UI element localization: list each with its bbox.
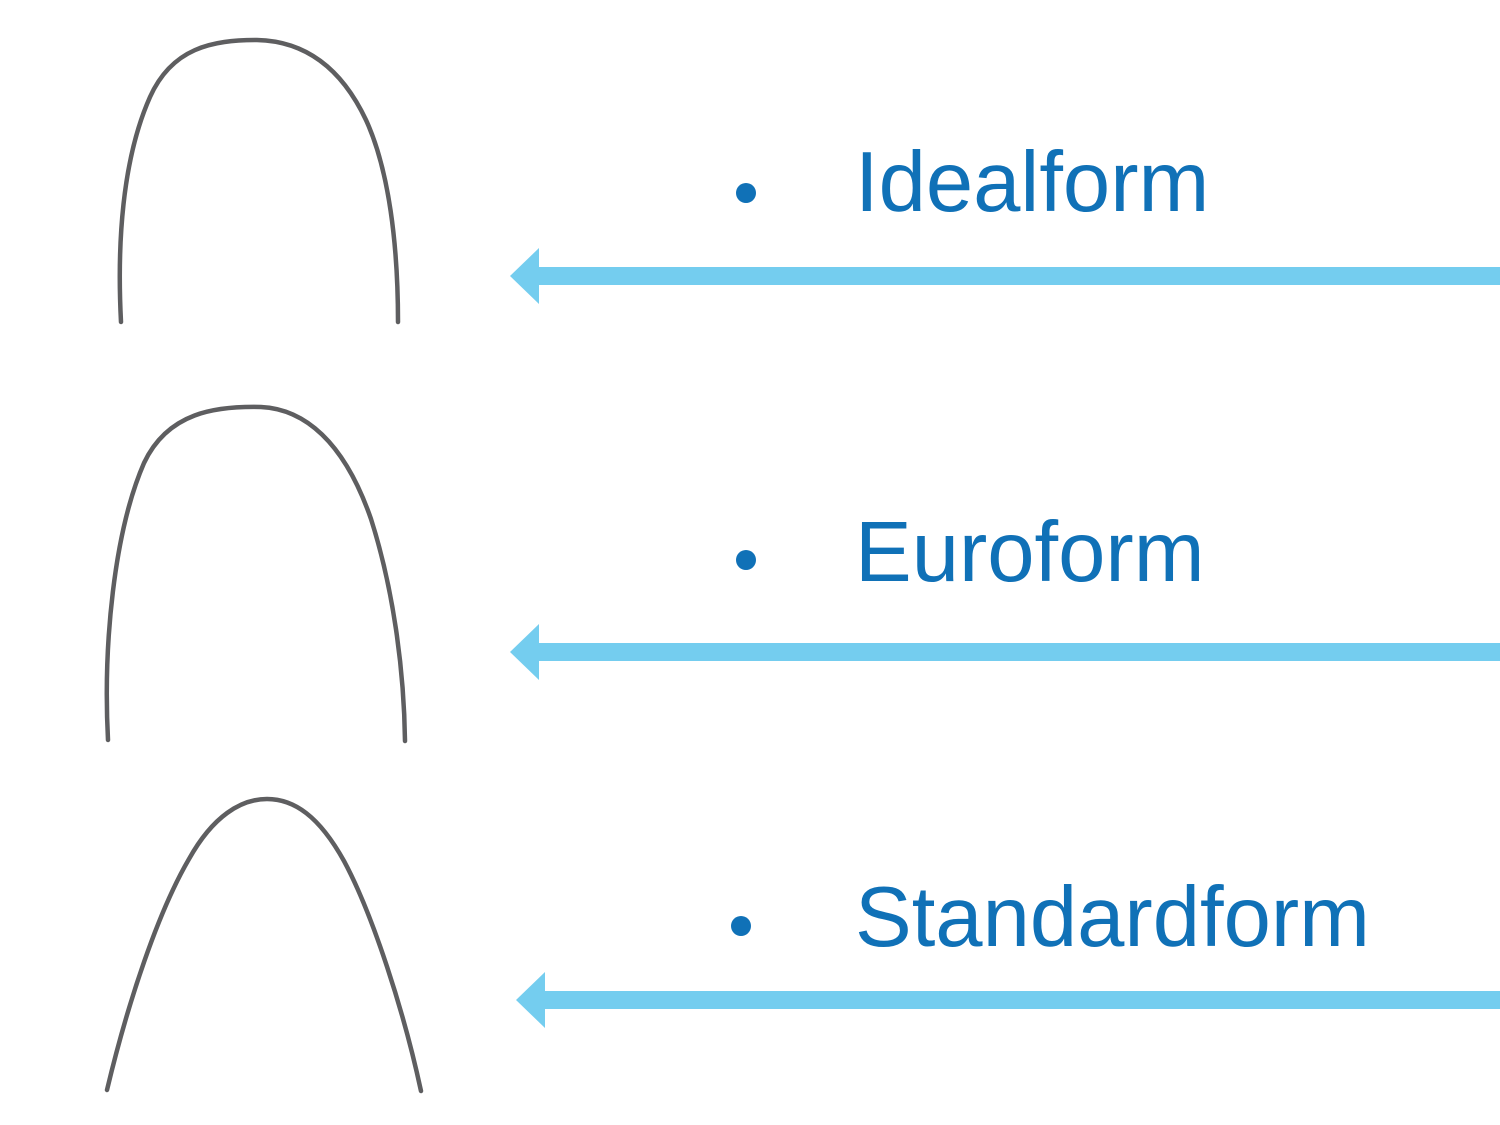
arrow-shaft [537,643,1500,661]
arrow-head [510,248,539,304]
euroform-label: Euroform [855,505,1205,600]
left-arrow-icon [510,248,1500,304]
arrow-head [510,624,539,680]
bullet-icon [736,550,756,570]
arrow-shaft [537,267,1500,285]
standardform-archwire-image [104,796,424,1094]
bullet-icon [731,916,751,936]
left-arrow-icon [510,624,1500,680]
left-arrow-icon [516,972,1500,1028]
idealform-archwire-image [117,37,401,325]
bullet-icon [736,183,756,203]
arrow-shaft [543,991,1500,1009]
euroform-archwire-image [104,404,408,744]
idealform-label: Idealform [855,135,1210,230]
standardform-label: Standardform [855,870,1370,965]
arrow-head [516,972,545,1028]
